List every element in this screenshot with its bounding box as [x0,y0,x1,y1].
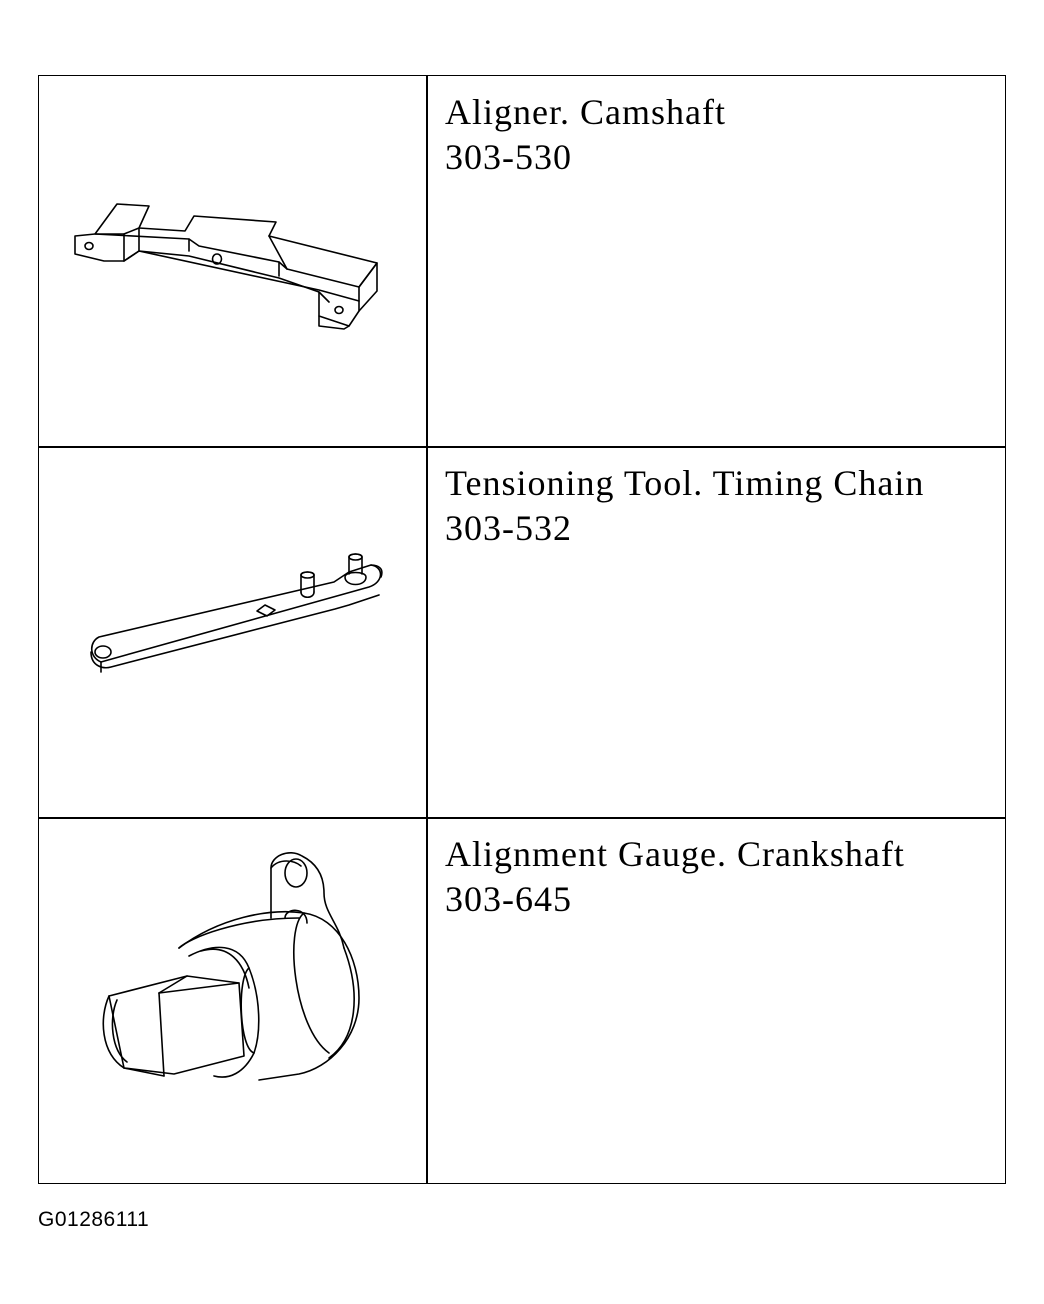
camshaft-aligner-illustration [39,76,426,446]
tool-number: 303-645 [445,879,572,919]
row-divider [39,817,1005,819]
tool-row: Alignment Gauge. Crankshaft 303-645 [39,818,1005,1184]
crankshaft-alignment-gauge-illustration [39,818,426,1184]
tool-description: Aligner. Camshaft 303-530 [445,90,995,180]
column-divider [426,76,428,1183]
row-divider [39,446,1005,448]
special-tools-table: Aligner. Camshaft 303-530 [38,75,1006,1184]
tool-name: Alignment Gauge. Crankshaft [445,834,905,874]
tool-description: Tensioning Tool. Timing Chain 303-532 [445,461,995,551]
tool-number: 303-532 [445,508,572,548]
tool-name: Aligner. Camshaft [445,92,726,132]
figure-id: G01286111 [38,1208,150,1231]
tool-row: Aligner. Camshaft 303-530 [39,76,1005,446]
tool-number: 303-530 [445,137,572,177]
tool-name: Tensioning Tool. Timing Chain [445,463,925,503]
tensioning-tool-illustration [39,447,426,817]
tool-row: Tensioning Tool. Timing Chain 303-532 [39,447,1005,817]
tool-description: Alignment Gauge. Crankshaft 303-645 [445,832,995,922]
